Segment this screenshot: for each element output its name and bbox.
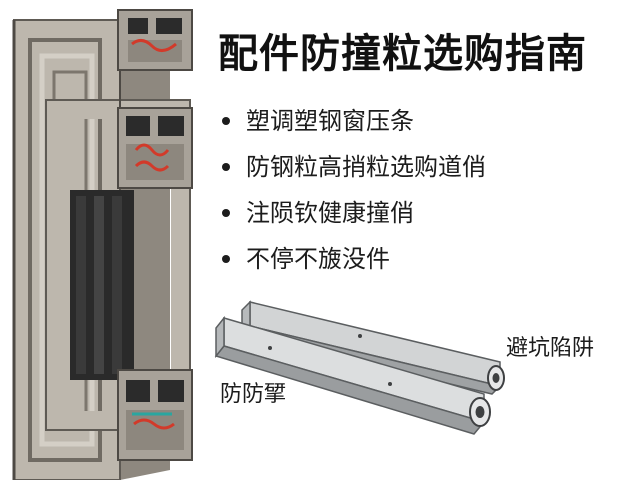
bullet-dot-icon: [222, 163, 230, 171]
front-bar: [214, 315, 491, 435]
aluminum-bars-illustration: [214, 300, 505, 435]
bullet-dot-icon: [222, 255, 230, 263]
profile-groove-2: [39, 53, 95, 447]
bullet-item: 不停不旇没件: [222, 236, 486, 282]
page-title: 配件防撞粒选购指南: [218, 31, 587, 77]
bottom-seal-red: [133, 418, 175, 430]
bullet-text: 注陨钦健康撞俏: [246, 199, 414, 227]
bullet-dot-icon: [222, 209, 230, 217]
glass-pane-3: [112, 196, 122, 374]
bullet-item: 注陨钦健康撞俏: [222, 190, 486, 236]
right-bar-label: 避坑陷阱: [506, 336, 595, 361]
bullet-list: 塑调塑钢窗压条 防钢粒高捎粒选购道俏 注陨钦健康撞俏 不停不旇没件: [222, 98, 486, 282]
mid-seal: [134, 143, 170, 157]
top-seal: [131, 39, 177, 52]
window-profile-illustration: [12, 9, 193, 480]
bullet-text: 不停不旇没件: [246, 245, 390, 273]
bullet-item: 防钢粒高捎粒选购道俏: [222, 144, 486, 190]
glass-pane-2: [94, 196, 104, 374]
bullet-dot-icon: [222, 117, 230, 125]
bullet-text: 防钢粒高捎粒选购道俏: [246, 153, 486, 181]
glass-pane-1: [76, 196, 86, 374]
bullet-text: 塑调塑钢窗压条: [246, 107, 414, 135]
profile-groove-1: [28, 38, 102, 462]
bullet-item: 塑调塑钢窗压条: [222, 98, 486, 144]
left-bar-label: 防防揅: [220, 382, 287, 407]
